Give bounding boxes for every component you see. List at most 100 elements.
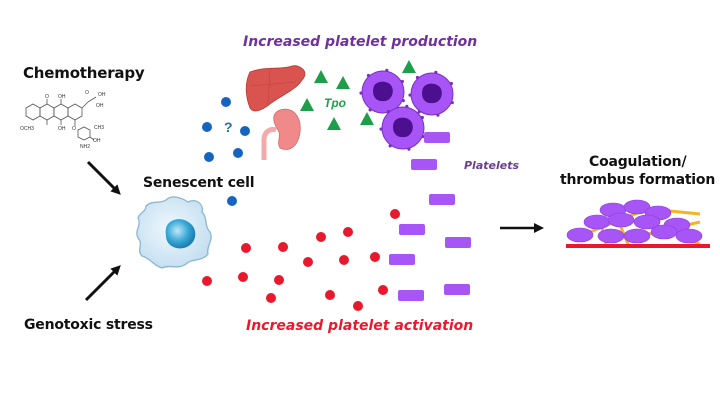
activation-factor-dot: [390, 209, 400, 219]
activation-factor-dot: [241, 243, 251, 253]
platelets-label: Platelets: [464, 159, 520, 172]
megakaryocyte-granule: [385, 68, 389, 72]
platelet: [399, 224, 425, 235]
megakaryocyte-granule: [415, 75, 420, 80]
molecule-substituents: O OH OH OH OCH3 O OH O CH3 OH NH2: [20, 90, 106, 150]
activation-factor-dot: [343, 227, 353, 237]
tpo-molecules: [300, 60, 416, 130]
substituent-o: O: [85, 90, 89, 96]
activation-factor-dot: [238, 272, 248, 282]
substituent-oh: OH: [58, 94, 66, 100]
substituent-nh2: NH2: [80, 144, 90, 150]
substituent-o: O: [45, 94, 49, 100]
megakaryocyte-granule: [408, 93, 412, 97]
secreted-factor-dot: [240, 126, 250, 136]
tpo-triangle: [402, 60, 416, 73]
substituent-ch3: CH3: [94, 125, 104, 131]
activation-factor-dot: [303, 257, 313, 267]
tpo-triangle: [360, 112, 374, 125]
chemotherapy-label: Chemotherapy: [23, 64, 145, 82]
megakaryocyte-granule: [368, 108, 372, 112]
activation-factor-dot: [278, 242, 288, 252]
megakaryocyte-granule: [434, 70, 438, 74]
tpo-triangle: [314, 70, 328, 83]
platelet: [444, 284, 470, 295]
secreted-factors: [202, 97, 250, 206]
megakaryocyte-granule: [420, 115, 424, 120]
platelets: [389, 132, 471, 301]
thrombus-platelet: [566, 227, 594, 243]
substituent-o: O: [72, 126, 76, 132]
thrombus-platelet: [675, 228, 703, 244]
megakaryocyte-granule: [388, 144, 392, 148]
kidney-icon: [273, 108, 301, 150]
secreted-factor-dot: [221, 97, 231, 107]
liver-lobe-lines: [249, 69, 297, 105]
activation-factor-dot: [266, 293, 276, 303]
secreted-factor-dot: [204, 152, 214, 162]
ureter-icon: [261, 127, 277, 160]
chemo-arrow: [86, 160, 121, 195]
substituent-oh: OH: [58, 126, 66, 132]
activation-factor-dot: [325, 290, 335, 300]
megakaryocyte-granule: [401, 98, 405, 103]
vessel-wall: [566, 244, 710, 248]
platelet: [429, 194, 455, 205]
megakaryocyte-granule: [407, 147, 411, 151]
tpo-triangle: [336, 76, 350, 89]
substituent-oh: OH: [96, 103, 104, 109]
megakaryocytes: [359, 68, 454, 151]
activation-factor-dot: [316, 232, 326, 242]
tpo-label: Tpo: [324, 96, 346, 110]
megakaryocyte-granule: [449, 81, 453, 86]
megakaryocyte-granule: [400, 79, 404, 84]
activation-factor-dot: [378, 285, 388, 295]
increased-activation-label: Increased platelet activation: [246, 318, 474, 334]
megakaryocyte-granule: [366, 73, 371, 78]
platelet: [389, 254, 415, 265]
platelet: [411, 159, 437, 170]
genotoxic-arrow: [84, 265, 121, 302]
thrombus-platelet: [583, 214, 611, 230]
activation-factor-dot: [202, 276, 212, 286]
megakaryocyte-nucleus: [393, 117, 413, 138]
megakaryocyte-icon: [379, 104, 425, 151]
activation-factor-dot: [274, 275, 284, 285]
activation-factor-dot: [339, 255, 349, 265]
thrombus-icon: [566, 199, 710, 248]
thrombus-platelet: [607, 212, 635, 228]
increased-production-label: Increased platelet production: [243, 34, 478, 50]
chemotherapy-molecule-icon: [25, 96, 97, 141]
activation-factor-dot: [353, 301, 363, 311]
genotoxic-stress-label: Genotoxic stress: [24, 317, 153, 333]
platelet: [424, 132, 450, 143]
thrombus-formation-label: thrombus formation: [560, 172, 716, 188]
platelet: [398, 290, 424, 301]
substituent-oh: OH: [98, 92, 106, 98]
megakaryocyte-granule: [417, 110, 421, 114]
thrombus-platelet: [650, 224, 678, 240]
thrombus-platelet: [623, 199, 651, 215]
megakaryocyte-granule: [379, 127, 383, 131]
substituent-oh: OH: [93, 138, 101, 144]
thrombus-platelet: [597, 228, 625, 244]
megakaryocyte-granule: [386, 109, 391, 114]
coagulation-label: Coagulation/: [589, 154, 687, 170]
secreted-factor-dot: [202, 122, 212, 132]
liver-icon: [245, 65, 306, 112]
thrombus-platelet: [633, 214, 661, 230]
tpo-triangle: [300, 98, 314, 111]
megakaryocyte-granule: [359, 91, 363, 95]
platelet: [445, 237, 471, 248]
secreted-factor-dot: [227, 196, 237, 206]
megakaryocyte-granule: [405, 104, 409, 108]
megakaryocyte-nucleus: [422, 83, 442, 104]
thrombus-platelet: [623, 228, 651, 244]
megakaryocyte-granule: [436, 113, 440, 117]
megakaryocyte-granule: [450, 100, 454, 105]
substituent-och3: OCH3: [20, 126, 34, 132]
question-mark: ?: [224, 119, 233, 135]
thrombus-platelets: [566, 199, 703, 244]
tpo-triangle: [327, 117, 341, 130]
